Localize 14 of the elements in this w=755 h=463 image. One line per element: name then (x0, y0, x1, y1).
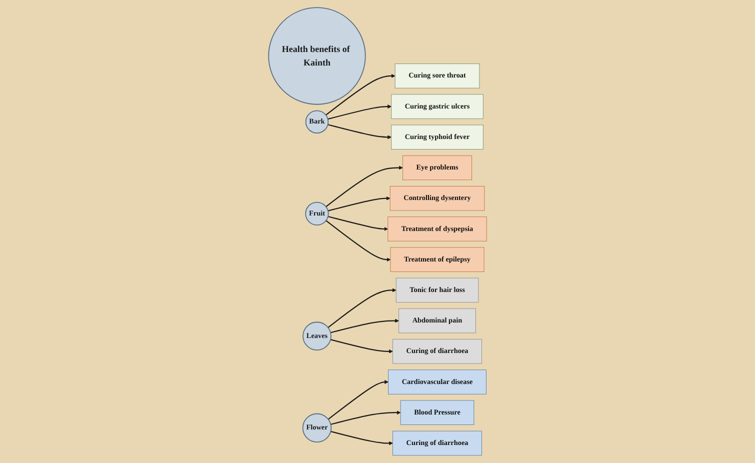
arrow (325, 74, 396, 116)
arrow (330, 318, 399, 334)
arrow (330, 430, 393, 446)
arrow (330, 410, 401, 425)
node-circle: Health benefits of Kainth (268, 7, 366, 105)
arrow (328, 288, 396, 328)
arrow (328, 124, 392, 140)
arrow (330, 339, 393, 354)
arrow (328, 104, 392, 120)
arrow (326, 220, 391, 262)
arrow (326, 166, 403, 208)
arrow (328, 380, 388, 420)
arrow (328, 196, 390, 212)
arrow (328, 216, 388, 231)
